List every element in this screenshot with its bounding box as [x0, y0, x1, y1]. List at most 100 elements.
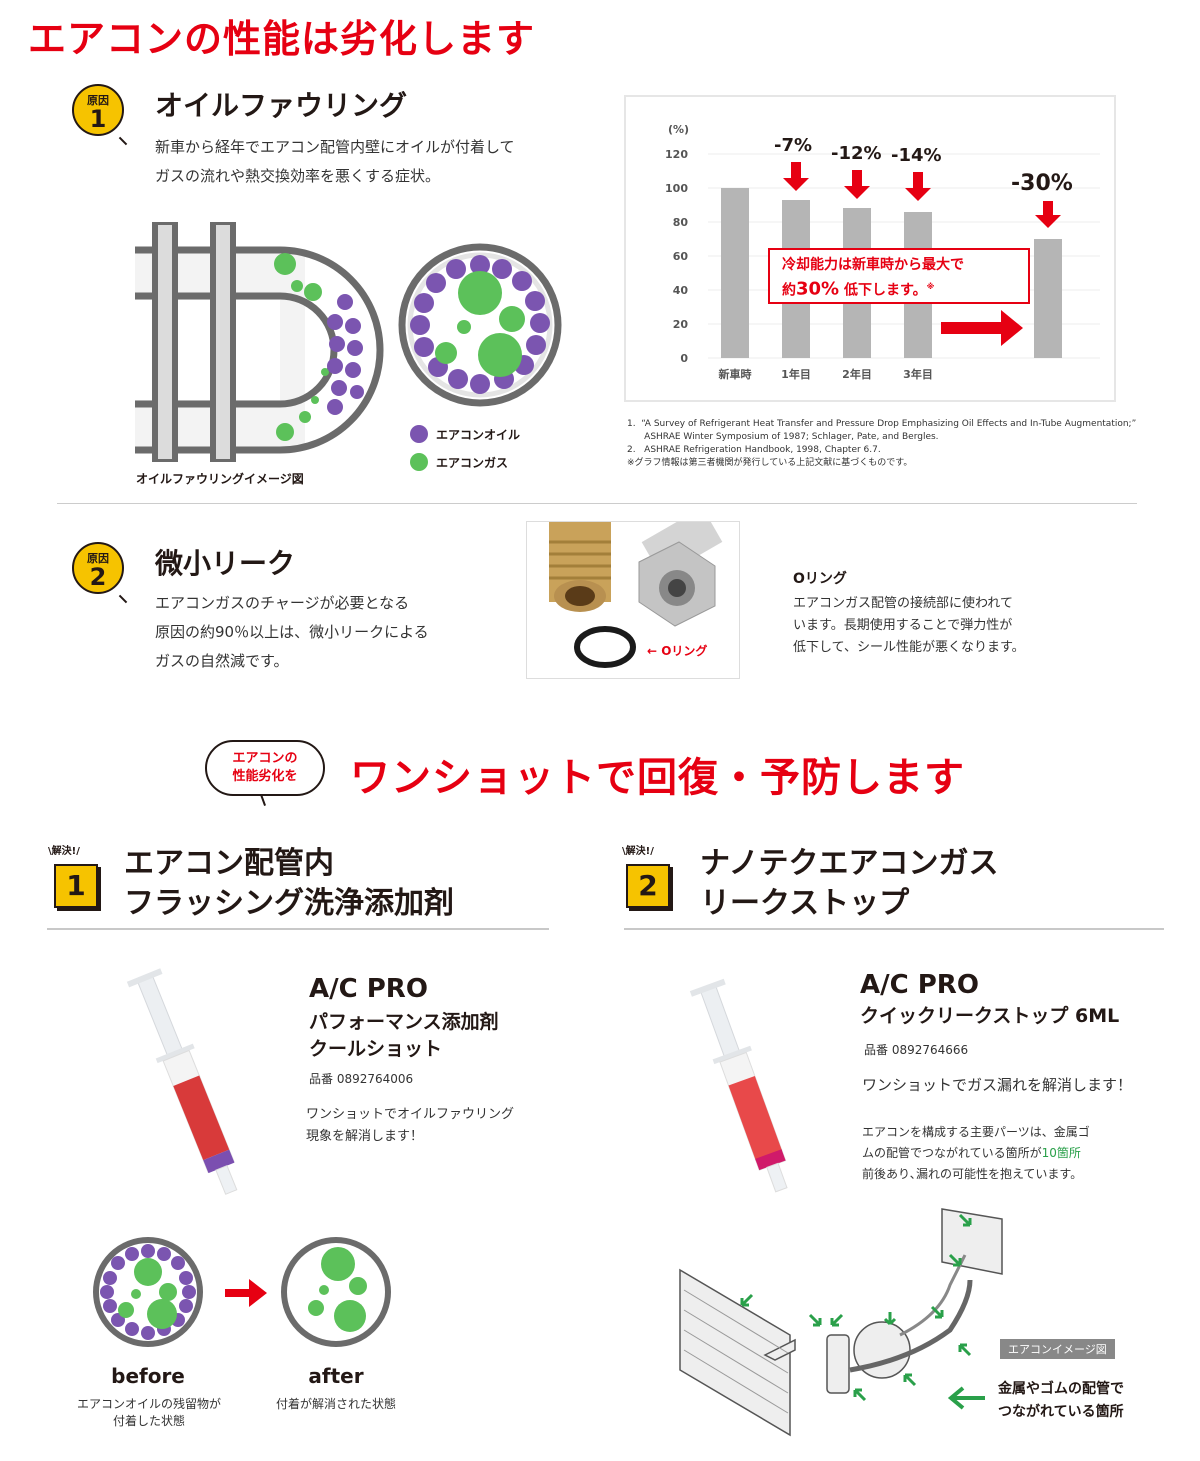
callout-line: 冷却能力は新車時から最大で — [782, 257, 964, 273]
badge-tail — [118, 136, 128, 146]
solution-headline: ワンショットで回復・予防します — [350, 755, 965, 801]
speech-bubble: エアコンの 性能劣化を — [205, 740, 325, 796]
solution-2-lead: ワンショットでガス漏れを解消します！ — [862, 1076, 1133, 1094]
solution-1-product-name: パフォーマンス添加剤 クールショット — [309, 1009, 499, 1063]
ac-system-diagram — [679, 1208, 1003, 1437]
before-label: before — [111, 1364, 185, 1388]
pipe-cross-section — [398, 243, 562, 407]
desc-line: ムの配管でつながれている箇所が10箇所 — [862, 1143, 1090, 1164]
oring-label: ← Oリング — [647, 644, 708, 658]
svg-text:20: 20 — [673, 318, 689, 331]
after-label: after — [308, 1364, 364, 1388]
legend-item-oil: エアコンオイル — [410, 425, 520, 443]
title-line: ナノテクエアコンガス — [700, 846, 999, 881]
oring-title: Oリング — [793, 571, 847, 587]
solution-1-description: ワンショットでオイルファウリング 現象を解消します！ — [306, 1104, 514, 1148]
green-left-arrow-icon — [947, 1386, 985, 1410]
callout-mark: ※ — [926, 282, 935, 291]
cause-number: 1 — [89, 105, 107, 133]
bubble-line: エアコンの — [232, 751, 298, 766]
name-line: クールショット — [309, 1038, 443, 1060]
svg-text:120: 120 — [665, 148, 688, 161]
page-title: エアコンの性能は劣化します — [28, 17, 536, 61]
solution-2-brand: A/C PRO — [860, 970, 979, 1000]
highlight-count: 10箇所 — [1041, 1146, 1081, 1160]
bubble-line: 性能劣化を — [232, 769, 298, 784]
after-caption: 付着が解消された状態 — [275, 1397, 396, 1411]
solution-tag: \解決!/ — [622, 846, 654, 857]
callout-line: 約30% 低下します。※ — [782, 276, 1016, 302]
fitting-illustration — [549, 522, 723, 668]
desc-line: 新車から経年でエアコン配管内壁にオイルが付着して — [155, 138, 515, 156]
solution-1-title: エアコン配管内 フラッシング洗浄添加剤 — [124, 844, 454, 924]
title-line: エアコン配管内 — [124, 846, 334, 881]
cause-1-description: 新車から経年でエアコン配管内壁にオイルが付着して ガスの流れや熱交換効率を悪くす… — [155, 133, 515, 191]
svg-text:1年目: 1年目 — [781, 367, 811, 381]
y-axis-unit: (%) — [668, 123, 690, 136]
solution-1-rule — [47, 928, 549, 930]
solution-2-description: エアコンを構成する主要パーツは、金属ゴ ムの配管でつながれている箇所が10箇所 … — [862, 1122, 1090, 1185]
callout-big: 30% — [796, 278, 840, 300]
cause-2-title: 微小リーク — [155, 547, 296, 580]
desc-line: 前後あり､漏れの可能性を抱えています。 — [862, 1167, 1083, 1181]
after-cross-section — [281, 1237, 391, 1347]
svg-text:40: 40 — [673, 284, 689, 297]
cause-2-badge: 原因 2 — [72, 542, 124, 594]
annotation-max: -30% — [1011, 171, 1073, 196]
gas-swatch-icon — [410, 453, 428, 471]
legend-item-gas: エアコンガス — [410, 453, 520, 471]
legend: エアコンオイル エアコンガス — [410, 425, 520, 471]
annotation-year3: -14% — [891, 145, 942, 166]
section-divider — [57, 503, 1137, 504]
solution-2-rule — [624, 928, 1164, 930]
references: 1. “A Survey of Refrigerant Heat Transfe… — [627, 418, 1136, 470]
right-arrow-icon — [225, 1279, 267, 1307]
desc-line: ワンショットでオイルファウリング — [306, 1107, 515, 1122]
svg-text:80: 80 — [673, 216, 689, 229]
name-line: パフォーマンス添加剤 — [309, 1011, 499, 1033]
annotation-year1: -7% — [774, 135, 813, 156]
annotation-year2: -12% — [831, 143, 882, 164]
legend-label: エアコンガス — [436, 455, 509, 470]
svg-text:3年目: 3年目 — [903, 367, 933, 381]
before-caption: エアコンオイルの残留物が 付着した状態 — [64, 1396, 234, 1430]
solution-1-brand: A/C PRO — [309, 974, 428, 1004]
solution-1-part-number: 品番 0892764006 — [309, 1072, 414, 1086]
callout-pre: 約 — [782, 282, 796, 299]
solution-2-part-number: 品番 0892764666 — [864, 1043, 969, 1057]
caption-line: エアコンオイルの残留物が — [76, 1397, 221, 1411]
reference-line: ※グラフ情報は第三者機関が発行している上記文献に基づくものです。 — [627, 458, 913, 468]
svg-text:新車時: 新車時 — [719, 367, 752, 381]
coolshot-syringe-image — [126, 968, 238, 1195]
solution-2-badge: 2 — [626, 864, 670, 908]
solution-2-title: ナノテクエアコンガス リークストップ — [700, 844, 999, 924]
oring-photo: ← Oリング — [526, 521, 740, 679]
diagram-caption: オイルファウリングイメージ図 — [136, 472, 304, 486]
callout-post: 低下します。 — [839, 282, 927, 299]
solution-2-product-name: クイックリークストップ 6ML — [860, 1005, 1120, 1027]
desc-line: 原因の約90％以上は、微小リークによる — [155, 623, 429, 641]
chart-callout: 冷却能力は新車時から最大で 約30% 低下します。※ — [768, 248, 1030, 304]
diagram-tag: エアコンイメージ図 — [1000, 1339, 1115, 1359]
reference-line: 2. ASHRAE Refrigeration Handbook, 1998, … — [627, 445, 881, 455]
before-cross-section — [93, 1237, 203, 1347]
desc-line: ガスの流れや熱交換効率を悪くする症状。 — [155, 167, 441, 185]
note-line: 金属やゴムの配管で — [998, 1381, 1124, 1397]
solution-tag: \解決!/ — [48, 846, 80, 857]
cause-1-badge: 原因 1 — [72, 84, 124, 136]
cause-number: 2 — [89, 563, 107, 591]
desc-line: エアコンガスのチャージが必要となる — [155, 594, 410, 612]
desc-line: います。長期使用することで弾力性が — [793, 618, 1013, 633]
solution-1-badge: 1 — [54, 864, 98, 908]
svg-text:100: 100 — [665, 182, 688, 195]
oring-description: エアコンガス配管の接続部に使われて います。長期使用することで弾力性が 低下して… — [793, 593, 1025, 659]
title-line: リークストップ — [700, 886, 910, 921]
desc-line: 低下して、シール性能が悪くなります。 — [793, 640, 1025, 655]
note-line: つながれている箇所 — [998, 1404, 1124, 1420]
title-line: フラッシング洗浄添加剤 — [124, 886, 454, 921]
oil-fouling-pipe-diagram — [135, 222, 384, 462]
desc-text: ムの配管でつながれている箇所が — [862, 1146, 1042, 1160]
cause-label: 原因 — [87, 552, 109, 565]
desc-line: ガスの自然減です。 — [155, 652, 289, 670]
